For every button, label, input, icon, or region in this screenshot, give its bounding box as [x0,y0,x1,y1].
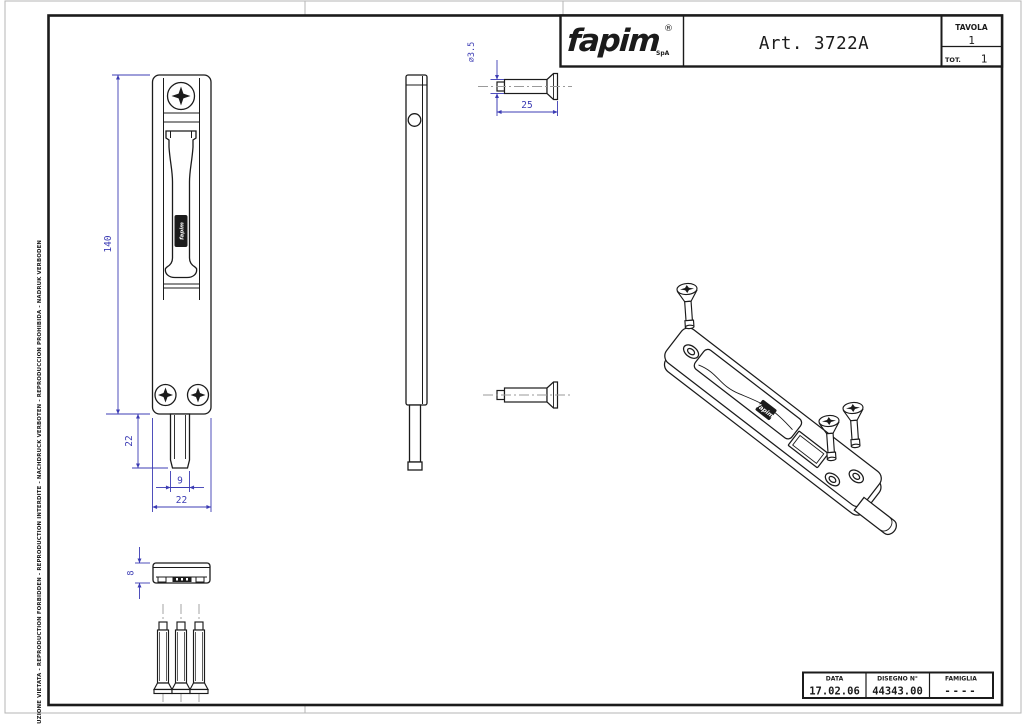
data-value: 17.02.06 [809,686,860,698]
phillips-cross-icon [846,403,860,413]
fapim-logo: fapim ® SpA [566,23,673,59]
screw-detail-plain [483,381,572,409]
slider-bottle [164,130,198,279]
front-view: fapim [151,74,212,469]
dim-diameter: ∅3.5 [467,42,477,62]
dim-body-22: 22 [176,495,187,506]
dim-length-25: 25 [521,100,532,111]
phillips-cross-icon [822,416,836,426]
iso-slider [693,348,803,440]
fapim-spa: SpA [656,50,670,57]
slider-logo-badge [174,215,188,247]
plan-view-dimension: 8 [127,547,150,599]
iso-screw [842,401,864,449]
dim-pin-9: 9 [177,476,183,487]
front-view-dimensions: 140 22 9 22 [103,74,212,512]
famiglia-label: FAMIGLIA [945,676,977,683]
fapim-logo-text: fapim [566,23,661,59]
screw-detail-dimensioned: ∅3.5 25 [467,42,572,116]
countersunk-hole [848,469,865,484]
countersunk-hole [824,472,841,487]
dim-throw-22: 22 [124,435,135,446]
slider-badge-text: fapim [180,222,186,240]
disegno-label: DISEGNO N° [877,676,918,683]
screw-dimensions: ∅3.5 25 [467,42,558,116]
phillips-cross-icon [680,284,694,294]
side-view [405,74,428,471]
countersunk-screw [171,621,191,695]
dim-thickness-8: 8 [127,570,137,575]
info-block: DATA 17.02.06 DISEGNO N° 44343.00 FAMIGL… [802,671,994,699]
tot-label: TOT. [945,56,961,64]
bolt-pin [169,413,191,469]
plan-view [152,562,211,584]
title-block: fapim ® SpA Art. 3722A TAVOLA 1 TOT. 1 [559,14,1004,68]
slider-logo-badge [755,399,777,421]
registered-mark: ® [664,24,673,34]
iso-bolt-pin [853,496,897,536]
dim-height-140: 140 [103,235,114,252]
iso-pocket [787,430,829,469]
phillips-cross-icon [158,387,173,403]
tavola-label: TAVOLA [955,23,988,32]
tavola-value: 1 [968,34,975,47]
reproduction-note: RIPRODUZIONE VIETATA - REPRODUCTION FORB… [37,240,43,724]
article-number: Art. 3722A [759,34,869,54]
disegno-value: 44343.00 [872,686,923,698]
screw-set [153,604,209,702]
side-view-hole [407,113,422,127]
phillips-cross-icon [171,86,191,106]
famiglia-value: ---- [944,686,977,698]
drawing-frame [47,14,1004,707]
iso-screw [676,282,698,330]
phillips-cross-icon [190,387,206,403]
paper-edges [4,0,1022,714]
isometric-view: fapim [663,282,897,536]
data-label: DATA [826,676,844,683]
countersunk-screw [189,621,209,695]
countersunk-hole [682,344,700,359]
iso-screw [818,414,840,462]
tot-value: 1 [981,53,988,66]
countersunk-screw [153,621,173,695]
